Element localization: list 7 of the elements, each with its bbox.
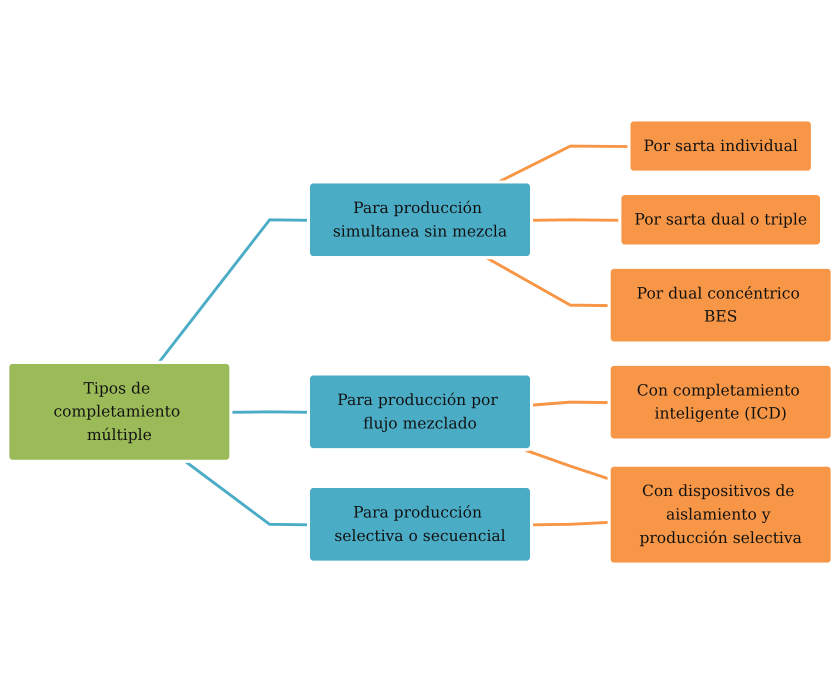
connector (532, 520, 610, 526)
connector (157, 218, 309, 364)
connector (185, 460, 309, 526)
connector (532, 218, 620, 222)
connector (231, 410, 309, 414)
connector (486, 256, 610, 308)
connector (532, 400, 610, 407)
